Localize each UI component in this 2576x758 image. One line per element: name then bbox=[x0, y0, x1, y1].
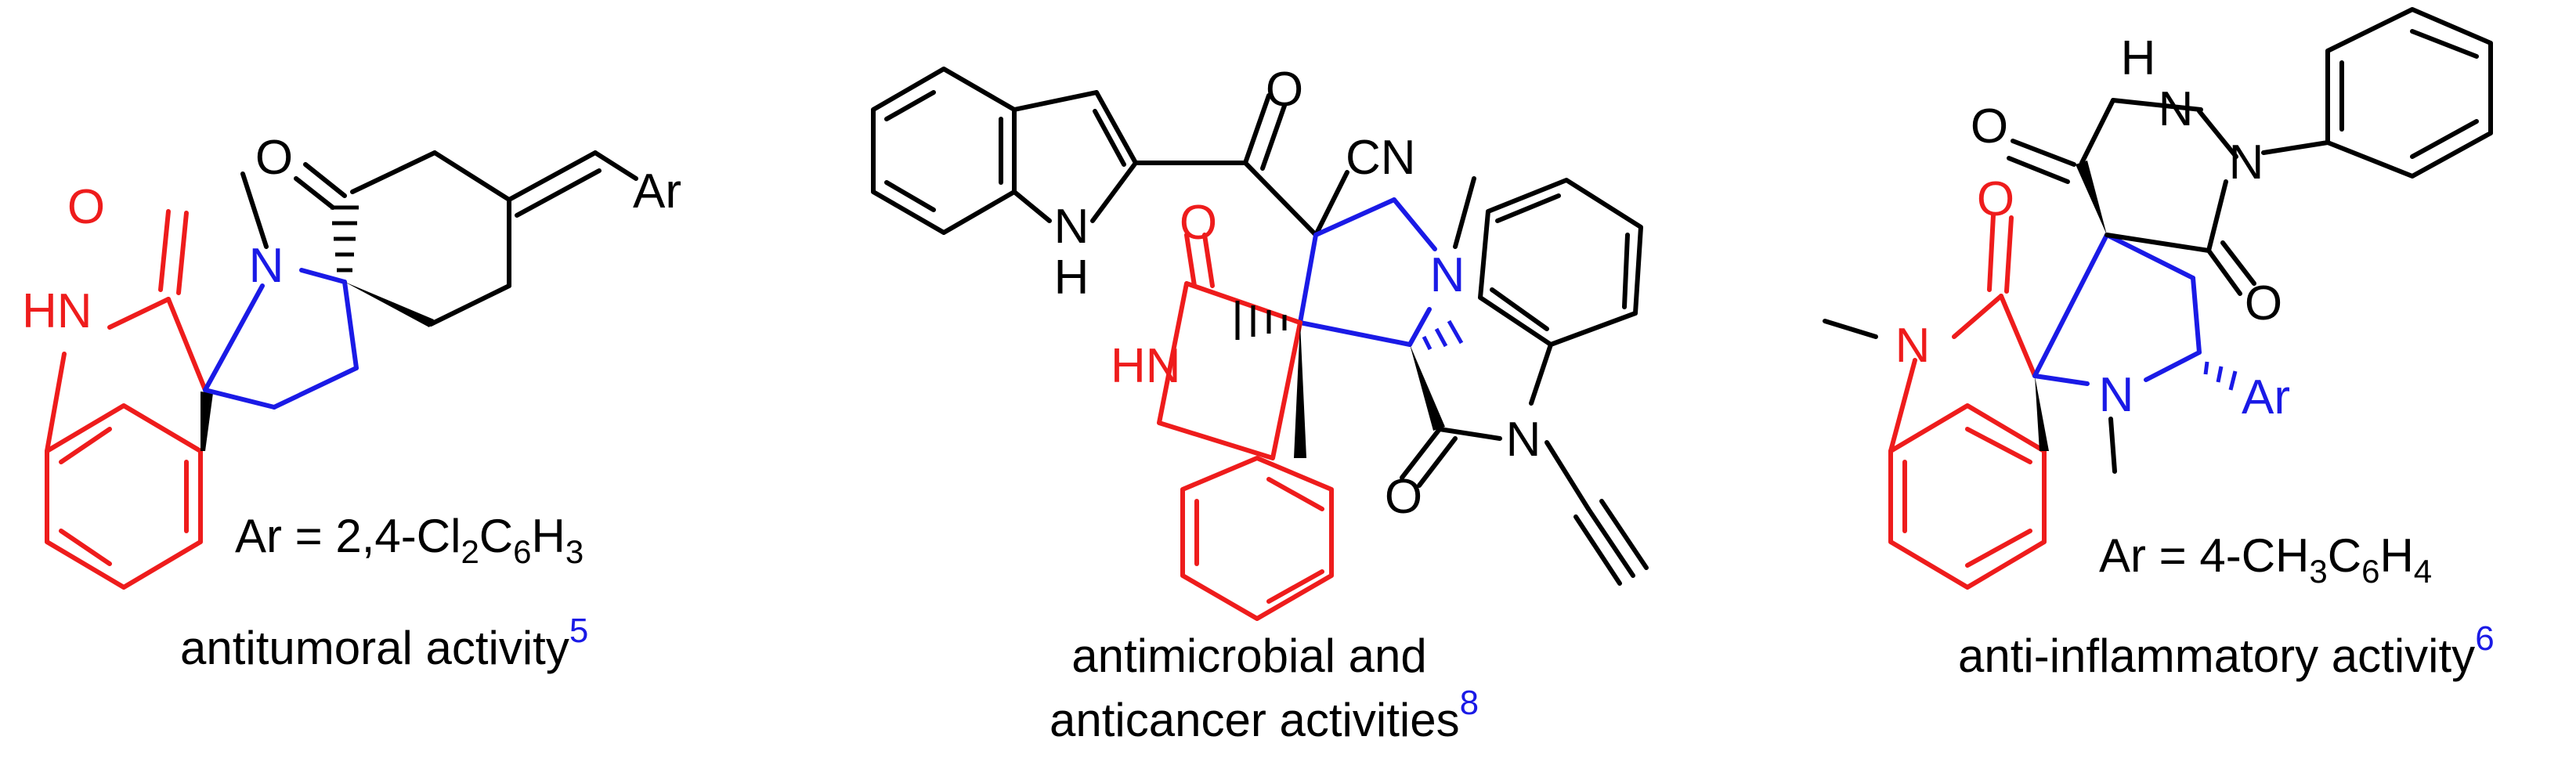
caption-2-line1: antimicrobial and bbox=[1071, 630, 1427, 682]
atom-o2-3: O bbox=[2245, 276, 2282, 330]
atom-ring-n-2: N bbox=[1430, 248, 1465, 302]
benzene-ring-1 bbox=[45, 403, 203, 590]
atom-indole-h-2: H bbox=[1054, 251, 1089, 305]
atom-nh-1: HN bbox=[22, 284, 92, 338]
atom-cn-2: CN bbox=[1346, 131, 1416, 185]
ar-definition-1: Ar = 2,4-Cl2C6H3 bbox=[235, 510, 583, 570]
compound-1-antitumoral: O HN N O Ar Ar = 2,4-Cl2C6H3 antitumoral… bbox=[22, 131, 681, 674]
atom-amide-o-2: O bbox=[1385, 470, 1422, 524]
atom-ring-n-3: N bbox=[2099, 368, 2134, 422]
atom-ar-3: Ar bbox=[2242, 370, 2290, 424]
atom-ketone-o-1: O bbox=[255, 131, 293, 185]
atom-n2-3: N bbox=[2229, 135, 2264, 190]
hashed-bond-3 bbox=[1235, 301, 1287, 340]
caption-2-line2: anticancer activities8 bbox=[1050, 684, 1479, 746]
atom-n-me-3: N bbox=[1895, 319, 1931, 373]
caption-3: anti-inflammatory activity6 bbox=[1958, 619, 2495, 682]
atom-indole-n-2: N bbox=[1054, 200, 1089, 254]
caption-1: antitumoral activity5 bbox=[180, 612, 588, 674]
atom-hn-2: HN bbox=[1111, 339, 1181, 393]
atom-carbonyl-o-3: O bbox=[1977, 172, 2014, 226]
compound-2-antimicrobial: O CN N H O HN N O N antimicrobial and an… bbox=[871, 63, 1649, 746]
hashed-bond-2 bbox=[1422, 319, 1464, 351]
atom-ar-1: Ar bbox=[633, 164, 681, 218]
atom-ring-n-1: N bbox=[249, 239, 284, 293]
atom-h-3: H bbox=[2121, 31, 2156, 85]
atom-carbonyl-o-1: O bbox=[67, 180, 105, 234]
hashed-bond-1 bbox=[331, 205, 359, 273]
atom-amide-n-2: N bbox=[1506, 413, 1541, 467]
ar-definition-3: Ar = 4-CH3C6H4 bbox=[2099, 529, 2432, 590]
atom-carbonyl-o-2: O bbox=[1180, 196, 1217, 250]
atom-o1-3: O bbox=[1971, 99, 2008, 153]
hashed-bond-4 bbox=[2203, 361, 2238, 391]
compound-3-anti-inflammatory: H N O N O O N N Ar Ar = 4-CH3C6H4 anti-i… bbox=[1823, 7, 2495, 682]
atom-ketone-o-2: O bbox=[1266, 63, 1303, 117]
atom-n1-3: N bbox=[2159, 82, 2194, 136]
